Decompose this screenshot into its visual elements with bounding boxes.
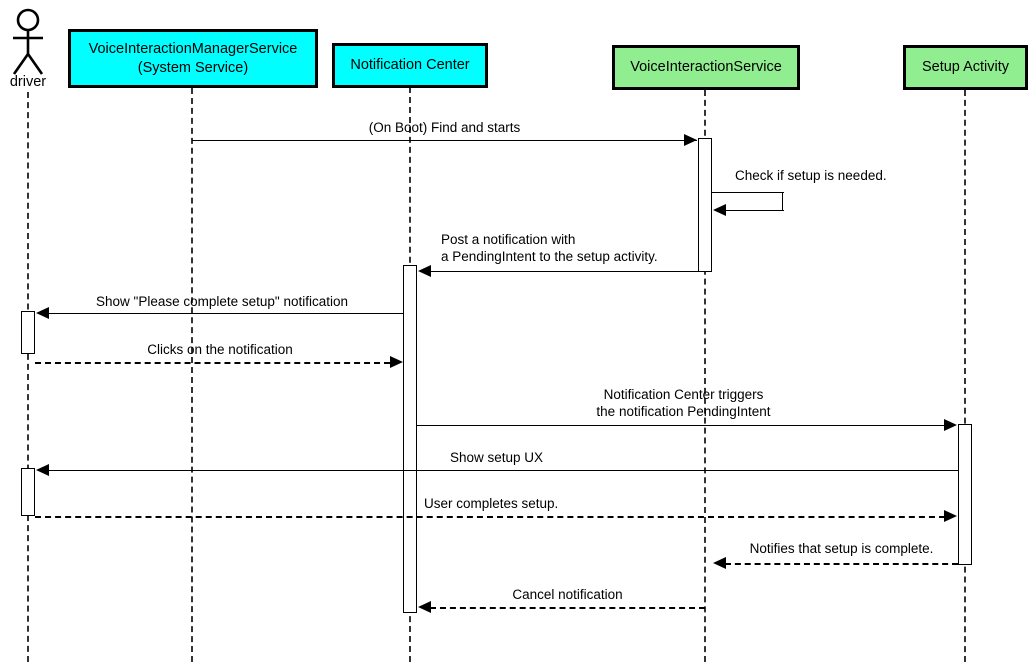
message-label-clicks-on-the-notification: Clicks on the notification (147, 342, 293, 357)
lifeline-driver (27, 92, 29, 662)
message-arrowhead-post-a-notification (418, 265, 431, 277)
participant-label-driver: driver (9, 74, 47, 90)
participant-box-vims[interactable]: VoiceInteractionManagerService (System S… (68, 29, 318, 88)
activation-notification-center (403, 265, 417, 613)
message-label-show-please-complete-setup: Show "Please complete setup" notificatio… (96, 294, 348, 309)
message-label-cancel-notification: Cancel notification (512, 587, 623, 602)
participant-box-voiceinteractionservice[interactable]: VoiceInteractionService (612, 45, 800, 90)
lifeline-setup-activity (964, 90, 966, 662)
lifeline-voiceinteractionservice (704, 90, 706, 662)
lifeline-vims (191, 88, 193, 662)
message-arrowhead-notification-center-triggers (944, 419, 957, 431)
message-arrowhead-on-boot-find-and-starts (684, 134, 697, 146)
message-arrowhead-cancel-notification (418, 601, 431, 613)
message-line-notifies-that-setup-is-complete (725, 563, 958, 565)
actor-driver-figure (6, 8, 50, 78)
message-line-clicks-on-the-notification (35, 362, 390, 364)
activation-driver-2 (21, 468, 35, 516)
message-arrowhead-clicks-on-the-notification (390, 356, 403, 368)
message-arrowhead-notifies-that-setup-is-complete (713, 557, 726, 569)
message-label-notification-center-triggers: Notification Center triggers the notific… (596, 387, 771, 419)
message-line-show-please-complete-setup (48, 313, 404, 314)
message-line-show-setup-ux (48, 470, 958, 471)
message-label-user-completes-setup: User completes setup. (424, 496, 559, 511)
message-line-user-completes-setup (35, 516, 945, 518)
message-label-on-boot-find-and-starts: (On Boot) Find and starts (368, 120, 521, 135)
self-message-top-check-if-setup-is-needed (712, 192, 784, 193)
message-arrowhead-show-setup-ux (36, 464, 49, 476)
message-label-show-setup-ux: Show setup UX (450, 450, 544, 465)
self-message-bottom-check-if-setup-is-needed (726, 210, 784, 211)
activation-driver-1 (21, 311, 35, 354)
participant-box-notification-center[interactable]: Notification Center (332, 43, 488, 88)
participant-box-setup-activity[interactable]: Setup Activity (903, 45, 1028, 90)
message-line-post-a-notification (430, 271, 712, 272)
activation-setup-activity (958, 424, 972, 565)
message-arrowhead-user-completes-setup (944, 510, 957, 522)
message-label-notifies-that-setup-is-complete: Notifies that setup is complete. (749, 541, 934, 556)
message-arrowhead-check-if-setup-is-needed (713, 204, 726, 216)
message-line-cancel-notification (430, 607, 705, 609)
self-message-right-check-if-setup-is-needed (782, 192, 783, 210)
message-arrowhead-show-please-complete-setup (36, 307, 49, 319)
message-line-on-boot-find-and-starts (192, 140, 697, 141)
message-label-post-a-notification: Post a notification with a PendingIntent… (441, 232, 658, 264)
message-label-check-if-setup-is-needed: Check if setup is needed. (735, 168, 887, 183)
message-line-notification-center-triggers (417, 425, 950, 426)
